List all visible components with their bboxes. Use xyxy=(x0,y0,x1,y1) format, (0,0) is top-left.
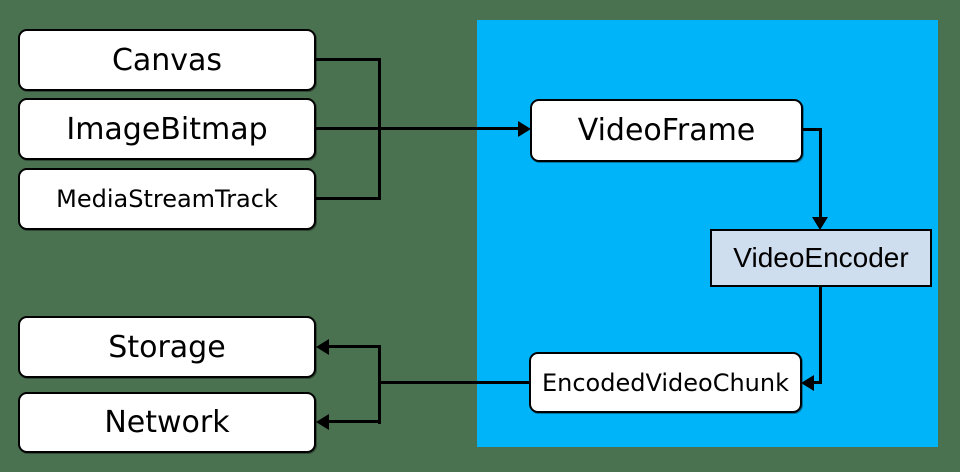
arrowhead-into-videoencoder xyxy=(812,217,828,230)
edge-videoframe-out xyxy=(803,128,822,131)
edge-canvas-out xyxy=(316,58,380,61)
node-imagebitmap: ImageBitmap xyxy=(18,98,316,160)
node-encodedvideochunk: EncodedVideoChunk xyxy=(529,352,802,413)
node-canvas: Canvas xyxy=(18,29,316,91)
node-storage: Storage xyxy=(18,316,316,378)
edge-sinks-split xyxy=(378,345,381,424)
arrowhead-into-network xyxy=(316,414,329,430)
edge-imagebitmap-to-videoframe xyxy=(316,127,518,130)
edge-to-network xyxy=(329,420,381,423)
node-network: Network xyxy=(18,392,316,453)
edge-videoencoder-down xyxy=(819,287,822,384)
node-mediastreamtrack: MediaStreamTrack xyxy=(18,168,316,230)
edge-videoencoder-left xyxy=(814,381,822,384)
edge-encodedvideochunk-out xyxy=(380,381,529,384)
edge-mediastreamtrack-out xyxy=(316,197,380,200)
edge-to-storage xyxy=(329,345,381,348)
edge-videoframe-down xyxy=(819,128,822,218)
arrowhead-into-videoframe xyxy=(518,121,531,137)
node-videoframe: VideoFrame xyxy=(530,99,803,162)
arrowhead-into-encodedvideochunk xyxy=(801,375,814,391)
node-videoencoder: VideoEncoder xyxy=(710,229,932,287)
arrowhead-into-storage xyxy=(316,339,329,355)
